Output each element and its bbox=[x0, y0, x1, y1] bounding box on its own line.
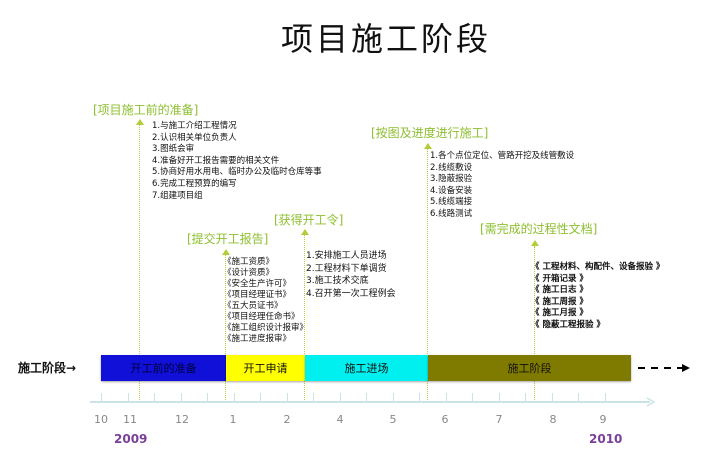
arrow-up-icon bbox=[301, 229, 309, 235]
list-item: 《项目经理证书》 bbox=[223, 290, 292, 300]
year-label-start: 2009 bbox=[114, 432, 148, 446]
group-label-report: [提交开工报告] bbox=[187, 232, 269, 246]
group-label-start-order: [获得开工令] bbox=[274, 213, 344, 227]
milestone-line bbox=[534, 246, 535, 400]
milestone-line bbox=[304, 235, 305, 400]
group-label-construction: [按图及进度进行施工] bbox=[371, 126, 489, 140]
month-label: 12 bbox=[175, 413, 189, 426]
axis-tick bbox=[605, 393, 606, 402]
axis-tick bbox=[207, 393, 208, 402]
month-label: 6 bbox=[441, 413, 449, 426]
milestone-line bbox=[225, 255, 226, 400]
month-label: 9 bbox=[599, 413, 607, 426]
list-item: 4.准备好开工报告需要的相关文件 bbox=[152, 155, 280, 166]
axis-tick bbox=[260, 393, 261, 402]
axis-tick bbox=[552, 393, 553, 402]
list-item: 《施工资质》 bbox=[223, 257, 275, 267]
group-label-documents: [需完成的过程性文档] bbox=[480, 222, 598, 236]
stage-label: 施工阶段→ bbox=[18, 361, 77, 375]
timeline-axis bbox=[90, 401, 650, 403]
milestone-line bbox=[139, 125, 140, 400]
axis-tick bbox=[446, 393, 447, 402]
axis-tick bbox=[419, 393, 420, 402]
month-label: 4 bbox=[336, 413, 344, 426]
axis-tick bbox=[366, 393, 367, 402]
list-item: 2.工程材料下单调货 bbox=[306, 263, 387, 274]
month-label: 5 bbox=[389, 413, 397, 426]
list-item: 5.线缆端接 bbox=[430, 197, 473, 207]
axis-tick bbox=[499, 393, 500, 402]
axis-tick bbox=[578, 393, 579, 402]
list-item: 《五大员证书》 bbox=[223, 301, 283, 311]
phase-entry: 施工进场 bbox=[305, 355, 428, 381]
list-item: 4.设备安装 bbox=[430, 185, 473, 196]
axis-arrow-icon bbox=[646, 397, 656, 407]
group-items-preparation: 1.与施工介绍工程情况 2.认识相关单位负责人 3.图纸会审 4.准备好开工报告… bbox=[152, 121, 322, 202]
list-item: 《施工组织设计报审》 bbox=[223, 323, 309, 333]
list-item: 2.线缆敷设 bbox=[430, 162, 473, 173]
group-items-start-order: 1.安排施工人员进场 2.工程材料下单调货 3.施工技术交底 4.召开第一次工程… bbox=[306, 250, 396, 300]
axis-tick bbox=[154, 393, 155, 402]
list-item: 1.安排施工人员进场 bbox=[306, 251, 387, 261]
arrow-up-icon bbox=[531, 240, 539, 246]
axis-tick bbox=[313, 393, 314, 402]
year-label-end: 2010 bbox=[589, 432, 623, 446]
list-item: 4.召开第一次工程例会 bbox=[306, 288, 396, 299]
axis-tick bbox=[101, 393, 102, 402]
list-item: 6.完成工程预算的编写 bbox=[152, 178, 237, 189]
list-item: 《施工进度报审》 bbox=[223, 334, 292, 344]
axis-tick bbox=[181, 393, 182, 402]
list-item: 《 施工周报 》 bbox=[531, 296, 588, 307]
list-item: 5.协商好用水用电、临时办公及临时仓库等事 bbox=[152, 167, 322, 178]
arrow-up-icon bbox=[424, 143, 432, 149]
list-item: 《 开箱记录 》 bbox=[531, 273, 588, 284]
group-items-report: 《施工资质》 《设计资质》 《安全生产许可》 《项目经理证书》 《五大员证书》 … bbox=[223, 257, 308, 345]
month-label: 2 bbox=[283, 413, 291, 426]
month-label: 7 bbox=[495, 413, 503, 426]
axis-tick bbox=[340, 393, 341, 402]
axis-tick bbox=[393, 393, 394, 402]
list-item: 《 工程材料、构配件、设备报验 》 bbox=[531, 262, 665, 272]
month-label: 1 bbox=[229, 413, 237, 426]
dashed-arrow-icon bbox=[638, 364, 690, 372]
month-label: 8 bbox=[549, 413, 557, 426]
list-item: 7.组建项目组 bbox=[152, 190, 203, 201]
axis-tick bbox=[287, 393, 288, 402]
milestone-line bbox=[427, 149, 428, 400]
month-label: 10 bbox=[94, 413, 108, 426]
list-item: 《安全生产许可》 bbox=[223, 279, 292, 289]
phase-preparation: 开工前的准备 bbox=[101, 355, 226, 381]
list-item: 《 隐蔽工程报验 》 bbox=[531, 319, 605, 330]
list-item: 2.认识相关单位负责人 bbox=[152, 132, 237, 143]
list-item: 3.隐蔽报验 bbox=[430, 174, 473, 184]
list-item: 1.与施工介绍工程情况 bbox=[152, 121, 237, 131]
list-item: 《设计资质》 bbox=[223, 268, 275, 278]
month-label: 11 bbox=[123, 413, 137, 426]
axis-tick bbox=[128, 393, 129, 402]
list-item: 《项目经理任命书》 bbox=[223, 312, 300, 322]
arrow-up-icon bbox=[222, 249, 230, 255]
group-items-documents: 《 工程材料、构配件、设备报验 》 《 开箱记录 》 《 施工日志 》 《 施工… bbox=[531, 262, 664, 332]
list-item: 1.各个点位定位、管路开挖及线管敷设 bbox=[430, 151, 575, 161]
page-title: 项目施工阶段 bbox=[280, 20, 491, 58]
list-item: 6.线路测试 bbox=[430, 208, 473, 219]
arrow-up-icon bbox=[136, 119, 144, 125]
list-item: 3.图纸会审 bbox=[152, 144, 195, 155]
axis-tick bbox=[472, 393, 473, 402]
list-item: 《 施工月报 》 bbox=[531, 308, 588, 319]
axis-tick bbox=[525, 393, 526, 402]
phase-application: 开工申请 bbox=[226, 355, 305, 381]
group-label-preparation: [项目施工前的准备] bbox=[93, 103, 199, 117]
phase-construction: 施工阶段 bbox=[428, 355, 631, 381]
group-items-construction: 1.各个点位定位、管路开挖及线管敷设 2.线缆敷设 3.隐蔽报验 4.设备安装 … bbox=[430, 151, 574, 220]
list-item: 3.施工技术交底 bbox=[306, 276, 369, 286]
list-item: 《 施工日志 》 bbox=[531, 285, 588, 296]
axis-tick bbox=[234, 393, 235, 402]
